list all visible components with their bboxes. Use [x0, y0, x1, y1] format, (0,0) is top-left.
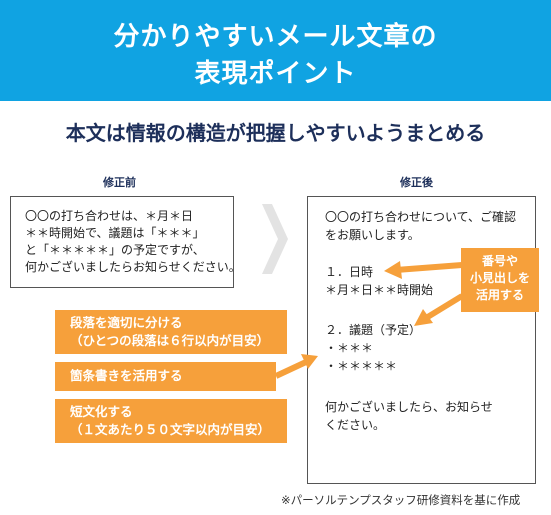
- header-title-line2: 表現ポイント: [194, 59, 357, 89]
- callout-paragraphs-text: 段落を適切に分ける （ひとつの段落は６行以内が目安）: [70, 315, 270, 348]
- before-label: 修正前: [103, 176, 136, 189]
- after-section-agenda: ２．議題（予定） ・＊＊＊ ・＊＊＊＊＊: [325, 323, 422, 373]
- subtitle: 本文は情報の構造が把握しやすいようまとめる: [65, 121, 486, 145]
- callout-numbering: 番号や 小見出しを 活用する: [461, 248, 539, 312]
- callout-short-sentences-text: 短文化する （１文あたり５０文字以内が目安）: [70, 404, 271, 437]
- after-section-date: １．日時 ＊月＊日＊＊時開始: [325, 265, 434, 297]
- header-banner: 分かりやすいメール文章の 表現ポイント: [0, 0, 551, 101]
- after-intro: 〇〇の打ち合わせについて、ご確認 をお願いします。: [325, 210, 517, 242]
- after-example-box: 〇〇の打ち合わせについて、ご確認 をお願いします。 １．日時 ＊月＊日＊＊時開始…: [307, 196, 536, 484]
- before-example-box: 〇〇の打ち合わせは、＊月＊日 ＊＊時開始で、議題は「＊＊＊」 と「＊＊＊＊＊」の…: [10, 196, 241, 288]
- callout-bullets: 箇条書きを活用する: [55, 362, 276, 391]
- callout-paragraphs: 段落を適切に分ける （ひとつの段落は６行以内が目安）: [55, 310, 287, 354]
- after-label: 修正後: [400, 176, 433, 189]
- callout-numbering-text: 番号や 小見出しを 活用する: [469, 254, 530, 302]
- callout-bullets-text: 箇条書きを活用する: [70, 368, 183, 383]
- source-footnote: ※パーソルテンプスタッフ研修資料を基に作成: [281, 493, 521, 507]
- header-title-line1: 分かりやすいメール文章の: [113, 22, 438, 52]
- chevron-right-icon: [262, 204, 288, 274]
- callout-short-sentences: 短文化する （１文あたり５０文字以内が目安）: [55, 399, 287, 443]
- before-text: 〇〇の打ち合わせは、＊月＊日 ＊＊時開始で、議題は「＊＊＊」 と「＊＊＊＊＊」の…: [25, 209, 241, 274]
- after-closing: 何かございましたら、お知らせ ください。: [325, 400, 493, 432]
